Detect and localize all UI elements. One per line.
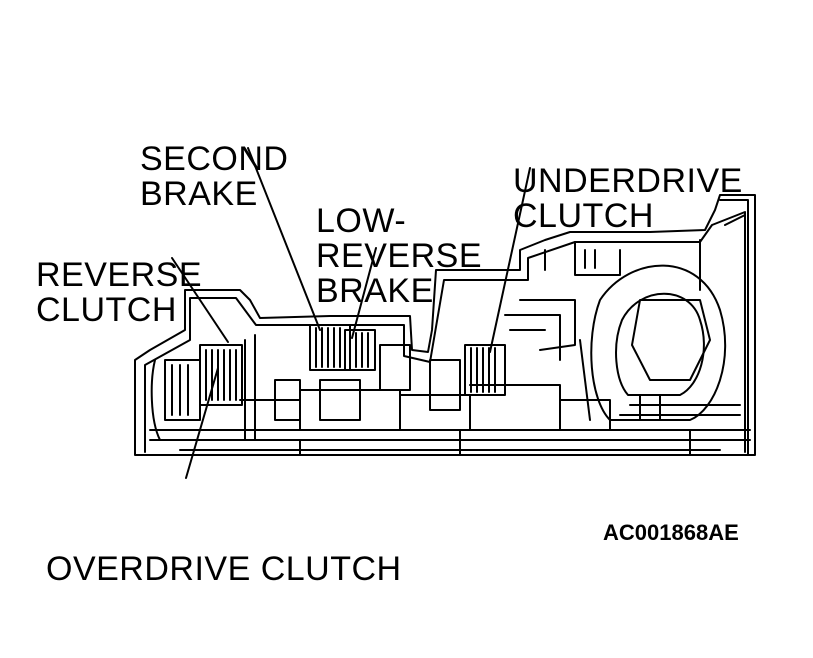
low-reverse-brake-plates bbox=[349, 332, 369, 368]
low-reverse-brake-pack bbox=[344, 329, 376, 371]
center-support bbox=[519, 299, 591, 421]
leader-reverse-clutch bbox=[171, 257, 229, 343]
overdrive-clutch-plates bbox=[171, 364, 189, 416]
leader-underdrive-clutch bbox=[489, 167, 531, 353]
main-shaft bbox=[149, 429, 751, 451]
leader-low-reverse-brake bbox=[351, 247, 377, 339]
overdrive-clutch-housing bbox=[164, 359, 201, 421]
left-drum bbox=[150, 334, 256, 441]
converter-shell bbox=[590, 264, 727, 421]
housing-top-flange bbox=[544, 241, 621, 276]
underdrive-clutch-pack bbox=[464, 344, 506, 396]
planetary-set bbox=[274, 344, 411, 421]
housing-outline bbox=[134, 194, 756, 456]
figure-code: AC001868AE bbox=[603, 520, 739, 545]
converter-inner bbox=[615, 292, 705, 396]
underdrive-drum bbox=[429, 314, 561, 411]
second-brake-plates bbox=[315, 327, 341, 368]
housing-inner-line bbox=[144, 211, 746, 453]
leader-second-brake bbox=[247, 147, 321, 331]
housing-right-detail bbox=[699, 199, 749, 456]
bottom-edge-detail bbox=[299, 429, 691, 456]
shaft-steps bbox=[239, 384, 611, 431]
leader-overdrive-clutch bbox=[185, 367, 219, 479]
overdrive-clutch-label: OVERDRIVE CLUTCH bbox=[46, 550, 402, 588]
converter-core bbox=[631, 299, 711, 381]
reverse-clutch-plates bbox=[205, 349, 237, 401]
transmission-cross-section bbox=[134, 147, 756, 479]
underdrive-clutch-plates bbox=[470, 347, 496, 393]
converter-shaft bbox=[619, 394, 741, 421]
